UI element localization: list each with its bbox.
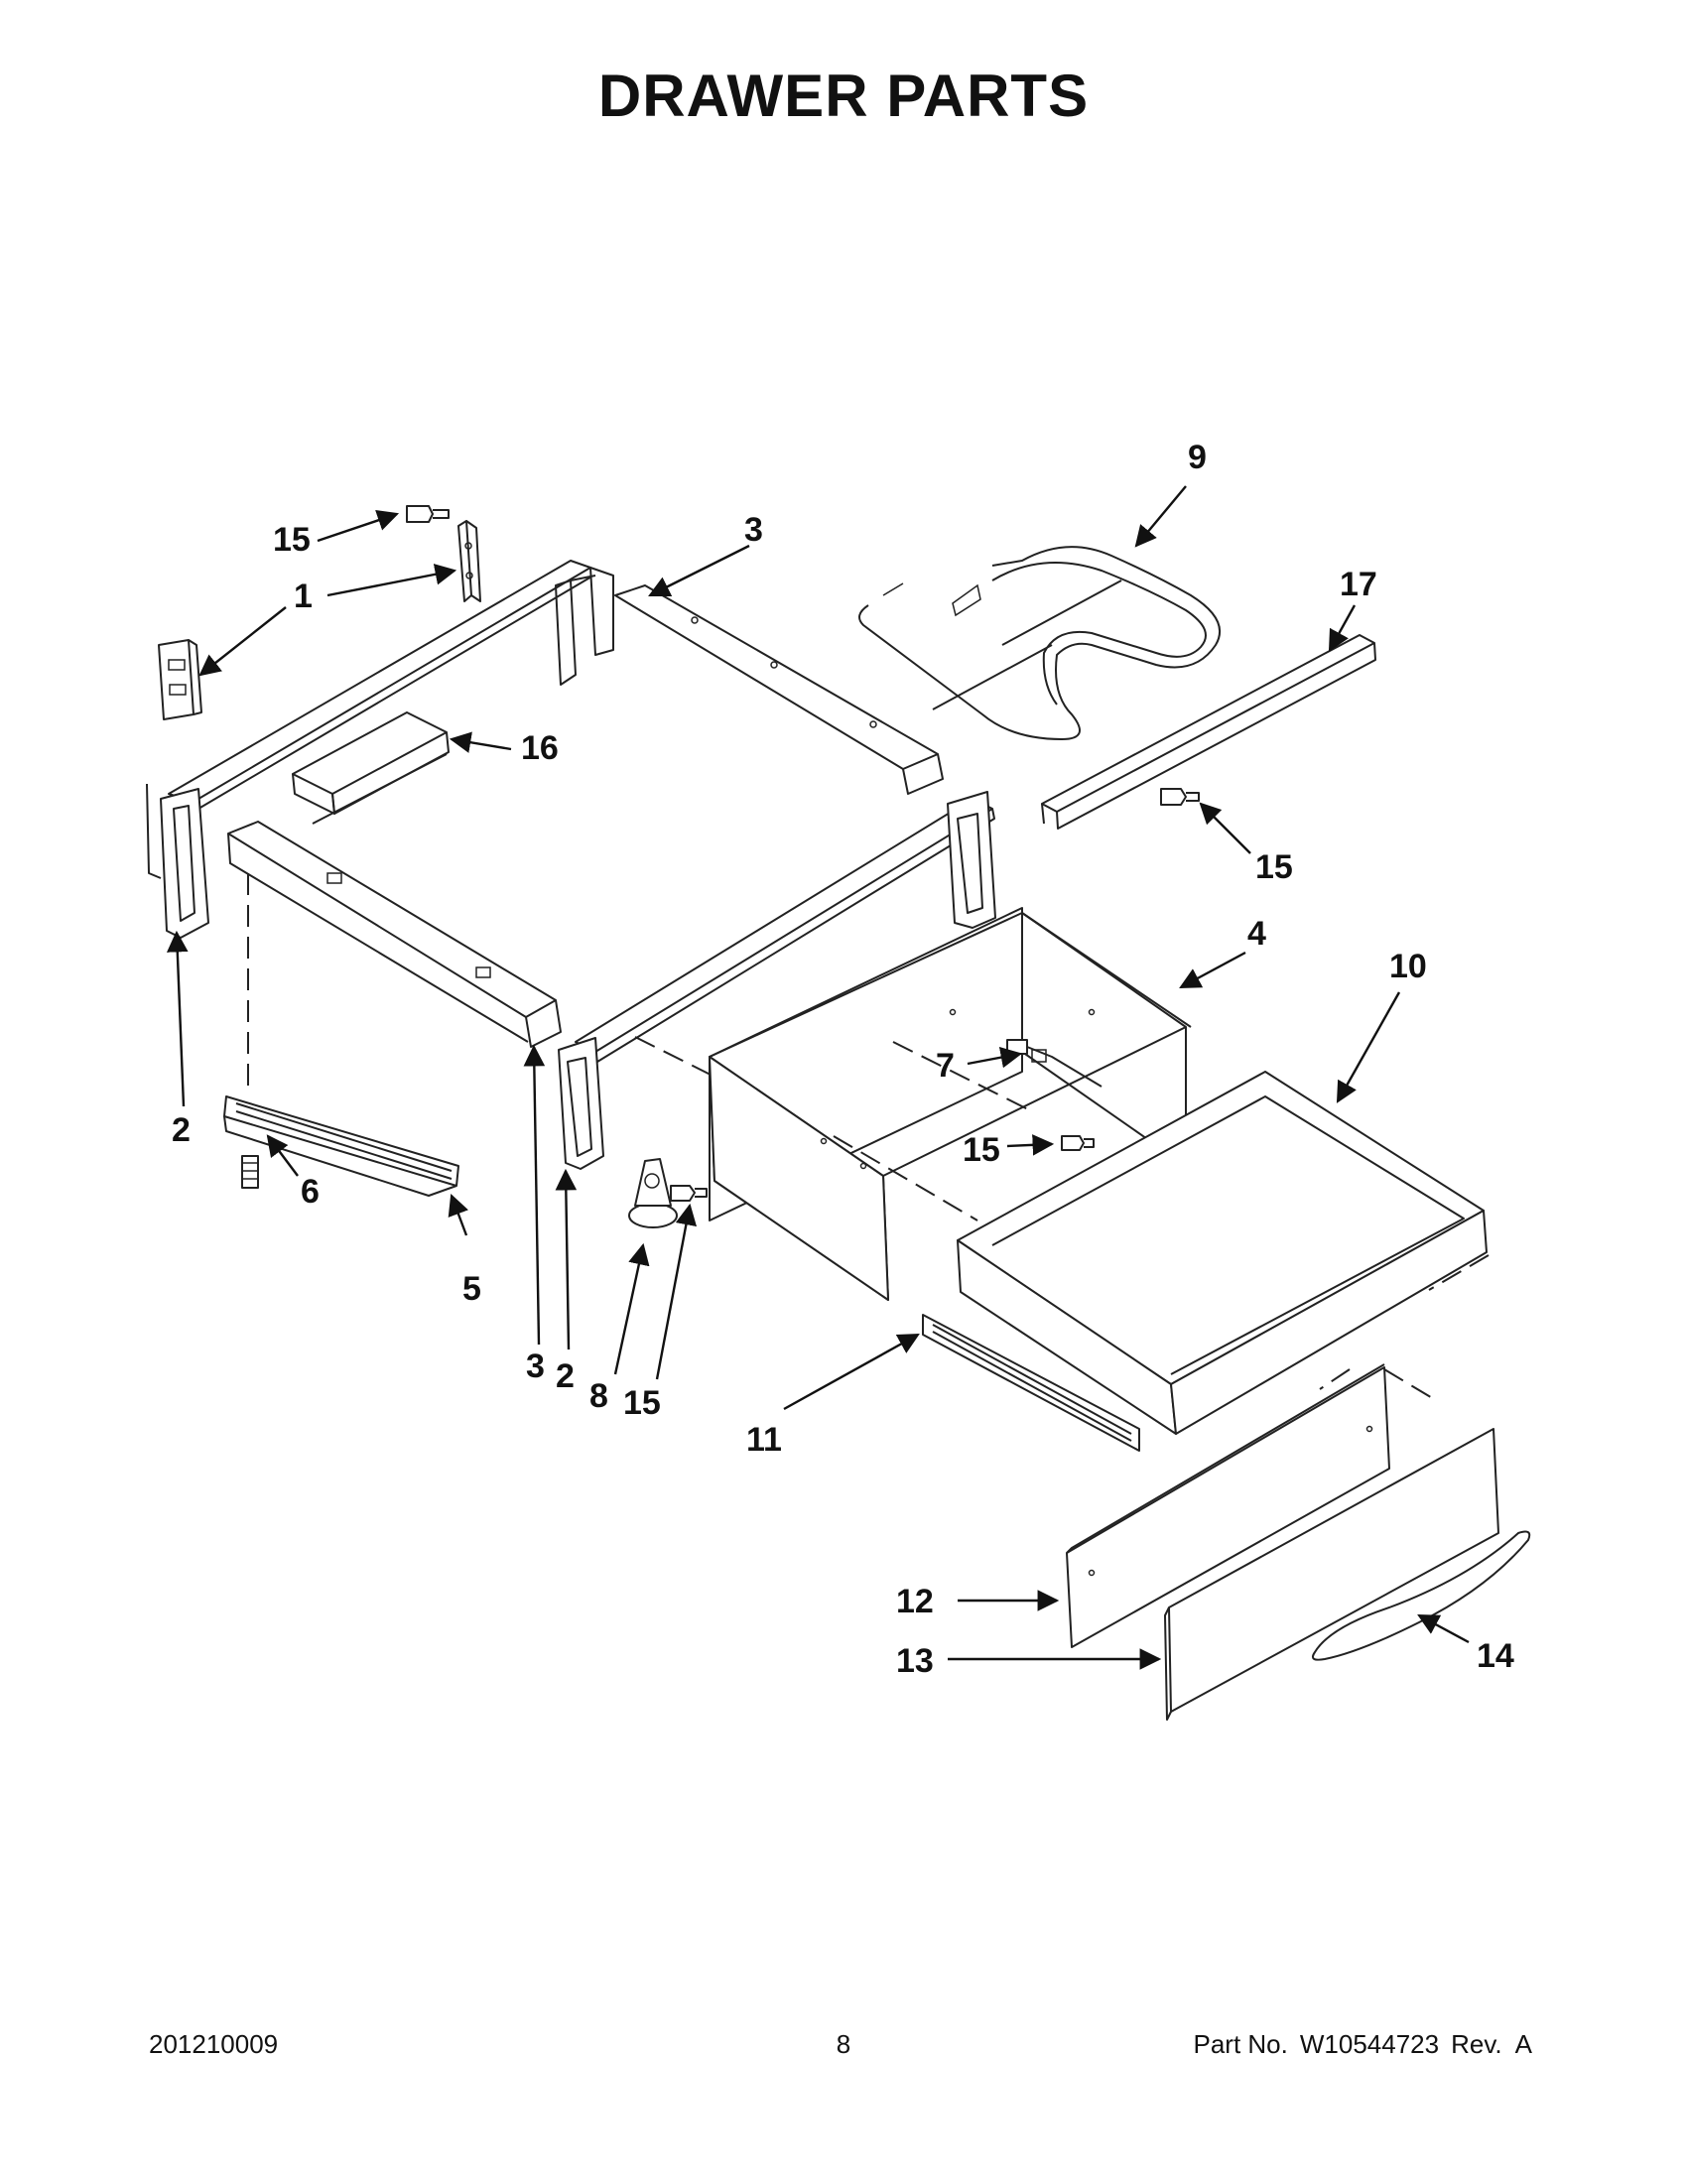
- rear-trim-part: [1041, 634, 1376, 830]
- callout-1: 1: [294, 578, 313, 615]
- screw-middle: [670, 1185, 708, 1202]
- heat-shield-part: [292, 711, 450, 825]
- bracket-left-part: [158, 639, 202, 720]
- callout-2: 2: [172, 1111, 191, 1149]
- callout-6: 6: [301, 1173, 320, 1211]
- page-title: DRAWER PARTS: [597, 63, 1090, 129]
- callout-17: 17: [1340, 566, 1377, 603]
- drawer-slide-right-part: [922, 1314, 1140, 1452]
- callout-16: 16: [521, 729, 559, 767]
- bake-element-part: [858, 546, 1221, 740]
- callout-11: 11: [746, 1421, 782, 1459]
- footer-revision: Rev. A: [1451, 2029, 1532, 2059]
- drawer-liner-part: [709, 907, 1192, 1301]
- callout-15: 15: [623, 1384, 661, 1422]
- screw-right: [1160, 788, 1200, 806]
- range-base-frame: [146, 560, 996, 1170]
- footer-doc-code: 201210009: [149, 2029, 279, 2059]
- drawer-front-panel-part: [1164, 1428, 1499, 1721]
- callout-8: 8: [589, 1377, 608, 1415]
- drawer-slide-left-part: [223, 1095, 459, 1197]
- callout-3: 3: [526, 1348, 545, 1385]
- footer-part-info: Part No. W10544723 Rev. A: [1182, 2029, 1533, 2060]
- footer-part-label: Part No.: [1193, 2029, 1288, 2059]
- screw-sensor: [1061, 1135, 1095, 1151]
- callout-7: 7: [936, 1047, 955, 1085]
- callout-2: 2: [556, 1357, 575, 1395]
- anti-tip-bracket-part: [628, 1158, 678, 1228]
- footer-page-number: 8: [836, 2029, 851, 2059]
- callout-15: 15: [963, 1131, 1000, 1169]
- bracket-upper-part: [457, 520, 481, 602]
- callout-10: 10: [1389, 948, 1427, 985]
- footer-part-number: W10544723: [1299, 2029, 1440, 2059]
- screw-top-left: [406, 505, 450, 523]
- callout-3: 3: [744, 511, 763, 549]
- leader-arrows: [166, 485, 1470, 1670]
- callout-5: 5: [462, 1270, 481, 1308]
- warming-drawer-part: [957, 1071, 1490, 1435]
- callout-15: 15: [273, 521, 311, 559]
- callout-4: 4: [1247, 915, 1266, 953]
- callout-9: 9: [1188, 439, 1207, 476]
- callout-15: 15: [1255, 848, 1293, 886]
- callout-12: 12: [896, 1583, 934, 1620]
- callout-labels: 15 1 3 9 17 16 15 4 10 2 6 7 15 5 3 2 8 …: [172, 439, 1514, 1680]
- drawer-inner-front-part: [1066, 1363, 1435, 1648]
- drawer-handle-part: [1312, 1530, 1531, 1661]
- callout-13: 13: [896, 1642, 934, 1680]
- leveling-leg-part: [241, 1155, 259, 1189]
- callout-14: 14: [1477, 1637, 1514, 1675]
